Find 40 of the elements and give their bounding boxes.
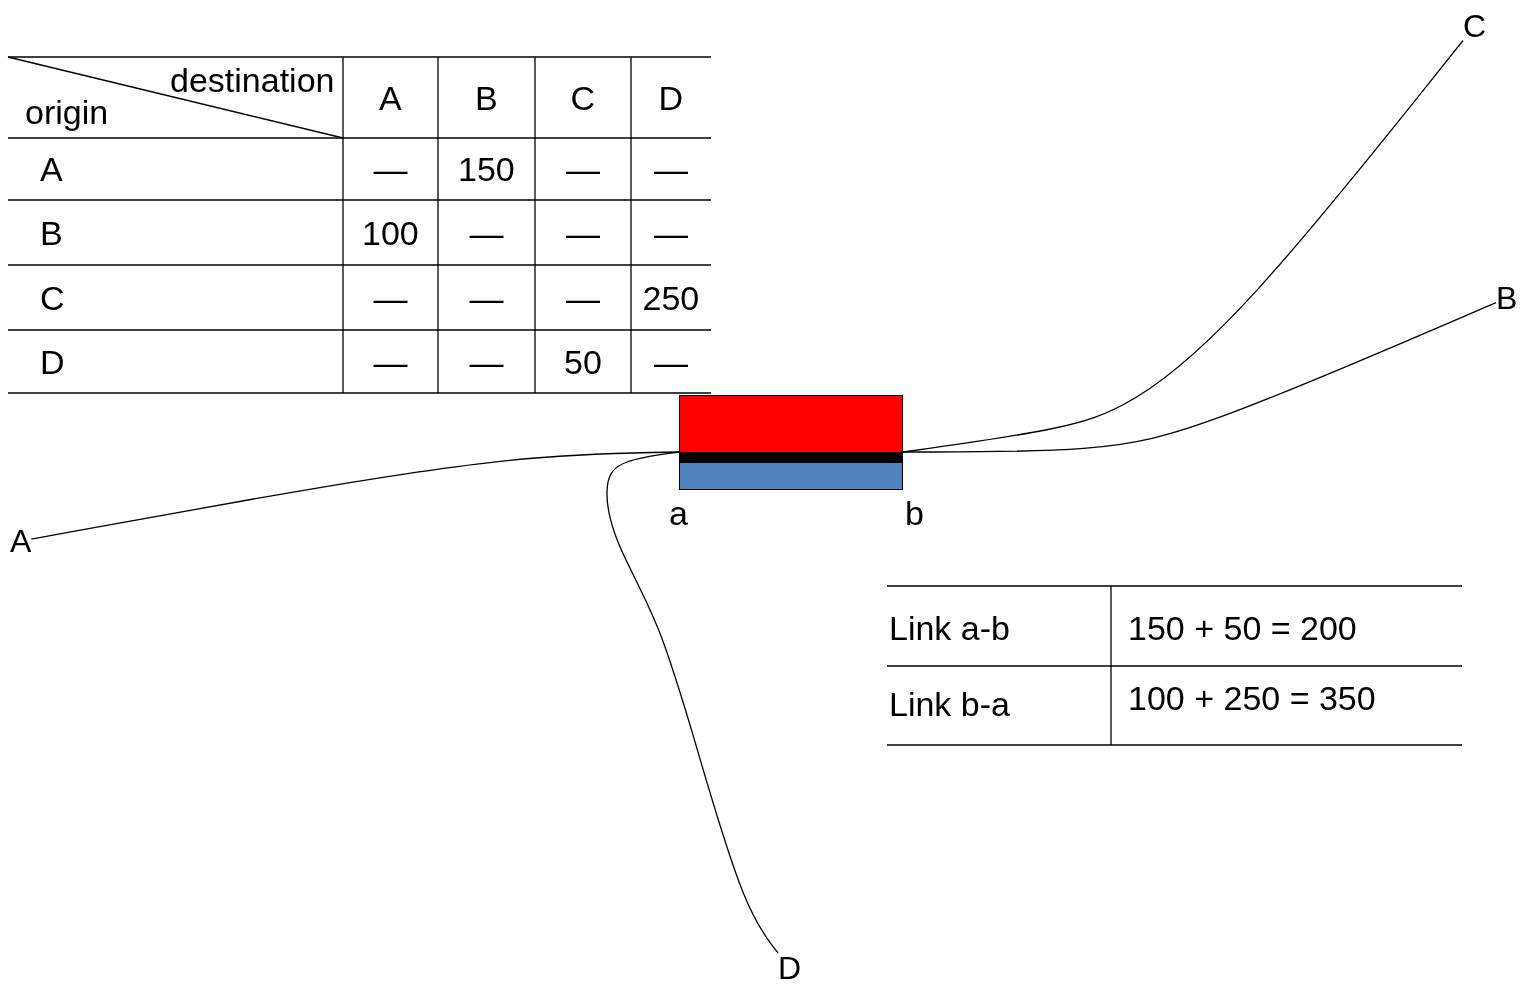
table-value: — [654, 344, 688, 379]
table-value: 50 [564, 344, 602, 379]
table-value: — [469, 215, 504, 250]
link-bar [679, 395, 903, 490]
table-value: — [654, 152, 688, 186]
row-header: D [40, 344, 65, 379]
connector-line [902, 301, 1497, 453]
connector-line [30, 451, 680, 540]
table-value: — [469, 280, 504, 315]
table-value: 100 [362, 215, 419, 250]
column-header: destination [170, 63, 335, 97]
column-header: D [658, 80, 684, 115]
end-label: b [905, 496, 924, 530]
row-header: Link a-b [889, 611, 1010, 645]
table-value: — [373, 280, 408, 315]
column-header: C [570, 80, 596, 115]
table-value: — [566, 280, 600, 315]
table-value: 150 [458, 152, 515, 186]
row-header: A [40, 152, 63, 186]
row-header: B [40, 215, 63, 250]
column-header: A [379, 80, 402, 115]
table-value: — [566, 152, 600, 186]
table-value: — [373, 152, 408, 186]
column-header: B [475, 80, 498, 115]
table-value: 250 [642, 280, 700, 315]
endpoint-label: B [1496, 282, 1518, 314]
endpoint-label: D [778, 952, 802, 984]
table-value: — [654, 215, 688, 250]
connector-line [606, 451, 779, 954]
table-value: — [566, 215, 600, 250]
endpoint-label: A [10, 525, 32, 557]
row-header: C [40, 280, 65, 315]
table-value: — [469, 344, 504, 379]
row-header: origin [25, 95, 109, 129]
row-header: Link b-a [889, 687, 1010, 721]
table-value: 150 + 50 = 200 [1128, 611, 1357, 645]
endpoint-label: C [1463, 10, 1487, 42]
table-value: 100 + 250 = 350 [1128, 681, 1376, 715]
end-label: a [669, 496, 688, 530]
table-value: — [373, 344, 408, 379]
